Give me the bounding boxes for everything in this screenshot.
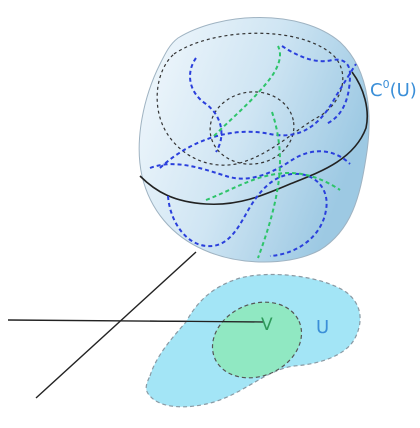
blue-curve-4 xyxy=(189,57,223,153)
subset-label: V xyxy=(261,315,273,335)
green-curve-2 xyxy=(257,111,281,259)
blue-curve-1 xyxy=(159,63,357,169)
space-label-base: C xyxy=(370,80,383,101)
equator-curve xyxy=(139,71,368,206)
green-curve-3 xyxy=(205,172,341,201)
blue-curve-5 xyxy=(281,45,352,125)
function-space-blob xyxy=(138,17,370,263)
connector-line-diagonal xyxy=(35,251,197,399)
space-label-superscript: 0 xyxy=(383,78,390,91)
blue-curve-2 xyxy=(149,150,351,180)
space-label: C0(U) xyxy=(370,78,417,101)
subset-V xyxy=(211,301,303,379)
black-dashed-inner-loop xyxy=(209,91,295,165)
open-set-label: U xyxy=(316,317,329,338)
green-curve-1 xyxy=(213,45,281,137)
connector-line-over-set xyxy=(149,320,265,323)
space-label-argument: (U) xyxy=(390,80,417,101)
blue-curve-3 xyxy=(167,172,328,257)
